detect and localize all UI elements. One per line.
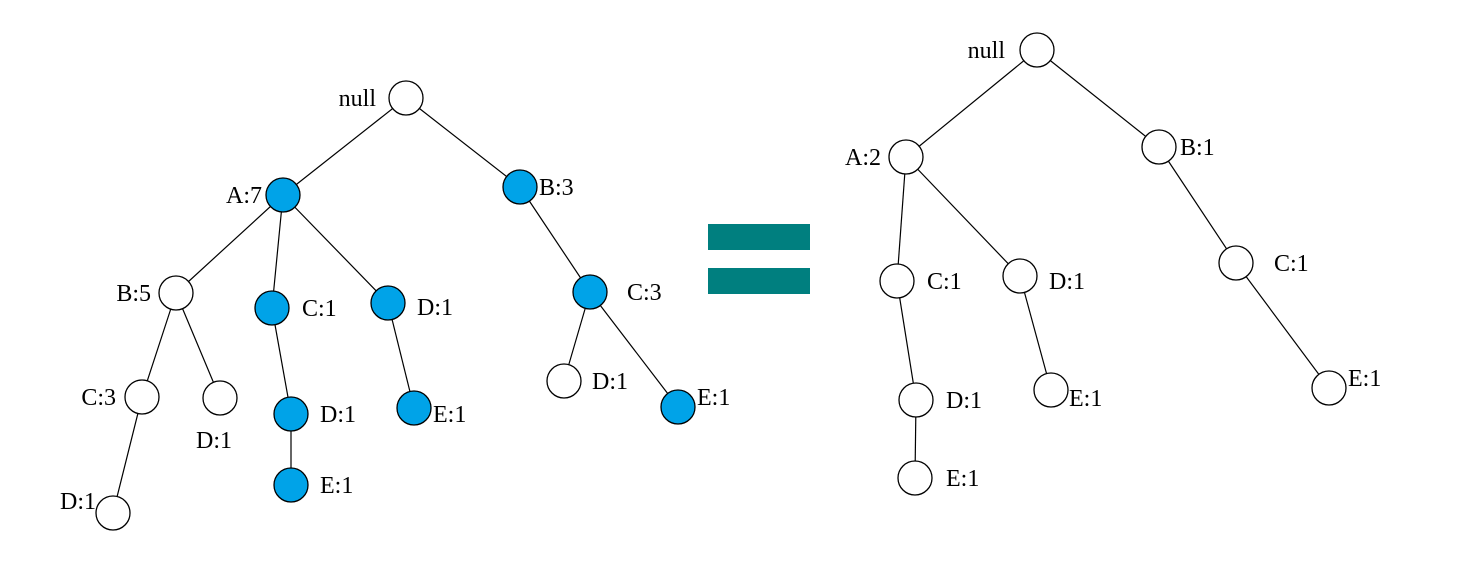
left-tree-edge-b5-d1b [175,292,221,399]
left-tree-node-label-c3l: C:3 [81,385,116,411]
equals-icon [708,224,810,294]
right-tree-node-b1 [1141,129,1177,165]
left-tree-node-label-d1b: D:1 [196,428,232,454]
right-tree-node-e1c [897,460,933,496]
left-tree-node-label-c3r: C:3 [627,280,662,306]
left-tree-node-a7 [265,177,301,213]
left-tree-node-c3l [124,379,160,415]
left-tree-edge-a7-b5 [175,194,284,294]
right-tree-node-d1a [1002,258,1038,294]
right-tree-node-label-c1r: C:1 [1274,251,1309,277]
right-tree-node-label-e1a: E:1 [1069,386,1102,412]
left-tree-node-d1e [95,495,131,531]
left-tree-node-d1a [370,285,406,321]
left-tree-node-label-b5: B:5 [116,281,151,307]
left-tree-edge-a7-c1 [271,194,284,309]
equals-bar-top [708,224,810,250]
right-tree-edge-d1a-e1a [1019,275,1052,391]
left-tree-edge-root-a7 [282,97,407,196]
right-tree-node-label-d1b: D:1 [946,388,982,414]
right-tree-node-label-e1b: E:1 [1348,366,1381,392]
left-tree-node-root [388,80,424,116]
left-tree-node-c3r [572,274,608,310]
right-tree-edge-root-a2 [905,49,1038,158]
left-tree-node-label-e1c: E:1 [320,473,353,499]
right-tree-node-root [1019,32,1055,68]
left-tree-node-label-d1d: D:1 [592,369,628,395]
right-tree-node-label-e1c: E:1 [946,466,979,492]
right-tree-node-d1b [898,382,934,418]
right-tree-node-label-d1a: D:1 [1049,269,1085,295]
left-tree-edge-d1a-e1a [387,302,415,409]
right-tree-node-c1r [1218,245,1254,281]
right-tree-node-a2 [888,139,924,175]
left-tree-edge-b5-c3l [141,292,177,398]
left-tree-edge-c3r-e1b [589,291,679,408]
right-tree-edge-root-b1 [1036,49,1160,148]
right-tree-node-e1a [1033,372,1069,408]
right-tree-edge-a2-d1a [905,156,1021,277]
left-tree-edge-a7-d1a [282,194,389,304]
left-tree-node-d1d [546,363,582,399]
left-tree-node-label-e1b: E:1 [697,385,730,411]
right-tree-node-c1 [879,263,915,299]
left-tree-node-label-e1a: E:1 [433,402,466,428]
right-tree-node-label-a2: A:2 [845,145,881,171]
equals-bar-bottom [708,268,810,294]
right-tree-node-label-b1: B:1 [1180,135,1215,161]
left-tree-edge-c3l-d1e [112,396,143,514]
left-tree-node-label-d1e: D:1 [60,489,96,515]
left-tree-node-b5 [158,275,194,311]
left-tree-node-label-root: null [339,86,377,112]
left-tree-edge-b3-c3r [519,186,591,293]
left-tree-node-label-a7: A:7 [226,183,262,209]
left-tree-node-b3 [502,169,538,205]
left-tree-node-label-d1c: D:1 [320,402,356,428]
left-tree-node-d1c [273,396,309,432]
left-tree-node-e1a [396,390,432,426]
right-tree-edge-c1r-e1b [1235,262,1330,389]
left-tree-node-label-b3: B:3 [539,175,574,201]
left-tree-node-e1b [660,389,696,425]
left-tree-node-d1b [202,380,238,416]
right-tree-node-label-c1: C:1 [927,269,962,295]
left-tree-node-label-c1: C:1 [302,296,337,322]
left-tree-node-e1c [273,467,309,503]
left-tree-edge-root-b3 [405,97,521,188]
left-tree-node-c1 [254,290,290,326]
right-tree-edge-b1-c1r [1158,146,1237,264]
right-tree-edge-c1-d1b [896,280,917,401]
right-tree-edge-a2-c1 [896,156,907,282]
right-tree-node-label-root: null [968,38,1006,64]
left-tree-edge-c1-d1c [271,307,292,415]
right-tree-node-e1b [1311,370,1347,406]
left-tree-node-label-d1a: D:1 [417,295,453,321]
